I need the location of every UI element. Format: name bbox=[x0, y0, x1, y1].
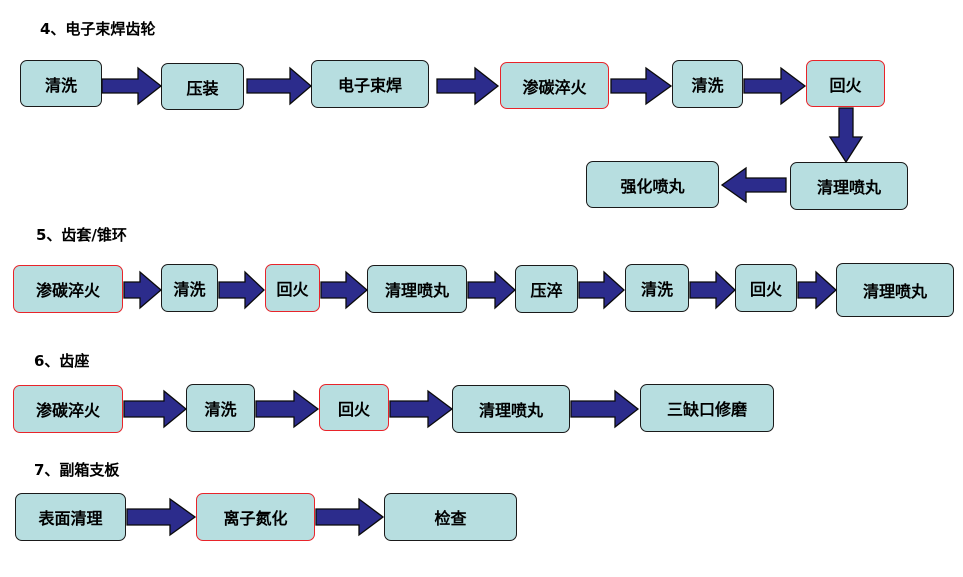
flow-arrow-down bbox=[828, 107, 864, 164]
flow-arrow-right bbox=[320, 270, 368, 310]
step-box: 三缺口修磨 bbox=[640, 384, 774, 432]
flow-arrow-right bbox=[389, 389, 454, 429]
step-box-highlighted: 渗碳淬火 bbox=[13, 265, 123, 313]
flow-arrow-right bbox=[101, 66, 163, 106]
step-box: 清洗 bbox=[161, 264, 218, 312]
step-box: 检查 bbox=[384, 493, 517, 541]
flow-arrow-right bbox=[123, 270, 162, 310]
step-box: 强化喷丸 bbox=[586, 161, 719, 208]
step-box-highlighted: 回火 bbox=[319, 384, 389, 431]
step-box: 表面清理 bbox=[15, 493, 126, 541]
flow-arrow-right bbox=[315, 497, 385, 537]
step-box: 电子束焊 bbox=[311, 60, 429, 108]
flow-arrow-right bbox=[743, 66, 807, 106]
section-title-7: 7、副箱支板 bbox=[34, 461, 120, 479]
section-title-4: 4、电子束焊齿轮 bbox=[40, 20, 156, 38]
flow-arrow-right bbox=[246, 66, 312, 106]
step-box: 清洗 bbox=[625, 264, 689, 312]
flow-arrow-left bbox=[720, 166, 787, 204]
step-box: 回火 bbox=[735, 264, 797, 312]
step-box-highlighted: 回火 bbox=[806, 60, 885, 107]
flow-arrow-right bbox=[436, 66, 500, 106]
flow-arrow-right bbox=[126, 497, 197, 537]
flow-arrow-right bbox=[467, 270, 516, 310]
flow-arrow-right bbox=[797, 270, 837, 310]
step-box: 清理喷丸 bbox=[790, 162, 908, 210]
flow-arrow-right bbox=[578, 270, 625, 310]
step-box-highlighted: 离子氮化 bbox=[196, 493, 315, 541]
section-title-6: 6、齿座 bbox=[34, 352, 90, 370]
flow-arrow-right bbox=[218, 270, 265, 310]
step-box: 清洗 bbox=[672, 60, 743, 108]
step-box: 清洗 bbox=[186, 384, 255, 432]
step-box: 清理喷丸 bbox=[367, 265, 467, 313]
step-box-highlighted: 渗碳淬火 bbox=[500, 62, 609, 109]
flow-arrow-right bbox=[689, 270, 736, 310]
step-box: 压装 bbox=[161, 63, 244, 110]
step-box: 清理喷丸 bbox=[452, 385, 570, 433]
step-box: 清理喷丸 bbox=[836, 263, 954, 317]
step-box-highlighted: 渗碳淬火 bbox=[13, 385, 123, 433]
flow-arrow-right bbox=[610, 66, 673, 106]
step-box-highlighted: 回火 bbox=[265, 264, 320, 312]
flow-arrow-right bbox=[570, 389, 640, 429]
step-box: 压淬 bbox=[515, 265, 578, 313]
flow-arrow-right bbox=[123, 389, 188, 429]
flow-arrow-right bbox=[255, 389, 320, 429]
section-title-5: 5、齿套/锥环 bbox=[36, 226, 127, 244]
